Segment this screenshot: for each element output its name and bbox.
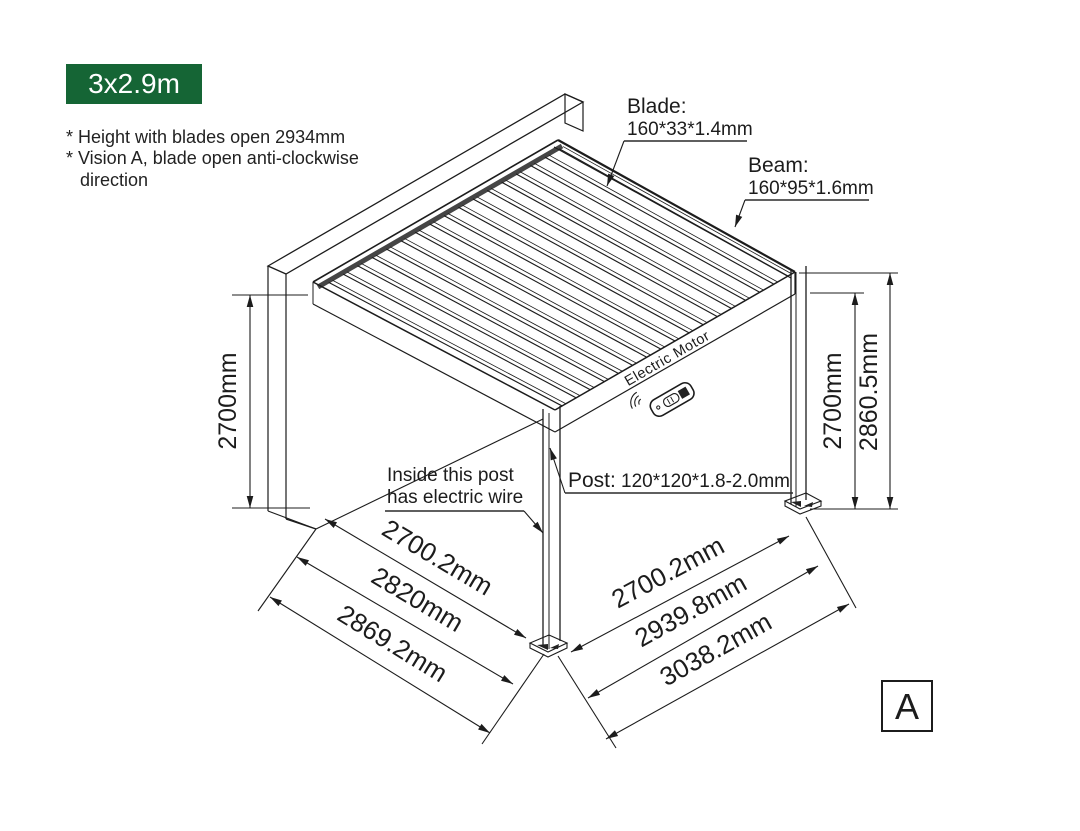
right-post [783,266,823,515]
roof-blades [328,146,792,407]
callout-beam: Beam: 160*95*1.6mm [734,154,874,228]
roof-blade-line [404,238,637,364]
roof-blade-line [462,204,694,332]
front-post [528,406,569,658]
roof: Electric Motor [312,139,796,433]
right-beam [553,139,796,279]
callout-electric-wire: Inside this post has electric wire [385,465,544,534]
roof-blade-line [472,198,704,326]
roof-blade-line [490,187,722,315]
inside-wire-line1: Inside this post [387,465,514,486]
roof-blade-line [433,221,665,348]
dimension-label-right-inner: 2700mm [819,352,847,449]
dimension-right-group: 2700.2mm 2939.8mm 3038.2mm [557,516,857,749]
roof-blade-line [371,256,605,383]
roof-blade-line [357,265,591,391]
roof-blade-line [476,196,708,323]
view-marker-label: A [895,686,919,727]
note-line-3: direction [80,170,148,190]
roof-blade-line [519,171,750,299]
size-badge-label: 3x2.9m [88,68,180,99]
roof-blade-line [505,179,736,307]
roof-blade-line [342,273,577,399]
roof-blade-line [418,229,651,356]
roof-blade-line [534,162,764,291]
roof-blade-line [515,173,746,301]
roof-blade-line [361,263,595,388]
dimension-label-right-outer: 2860.5mm [855,333,883,451]
blade-title: Blade: [627,95,687,118]
roof-blade-line [429,223,662,350]
roof-blade-line [375,254,609,380]
roof-blade-line [328,281,563,407]
notes: * Height with blades open 2934mm * Visio… [66,127,359,190]
callout-post: Post: 120*120*1.8-2.0mm [549,447,793,494]
roof-blade-line [548,154,778,283]
roof-blade-line [386,248,619,374]
right-post-footer [783,492,823,515]
roof-blade-line [530,164,760,293]
roof-blade-line [346,271,581,396]
post-title: Post: [568,469,616,492]
front-beam [554,271,796,433]
roof-blade-line [447,213,679,340]
dimension-right-heights: 2700mm 2860.5mm [799,272,898,510]
roof-blade-line [443,215,676,342]
callout-blade: Blade: 160*33*1.4mm [606,95,753,187]
remote-control-icon [630,381,695,418]
beam-title: Beam: [748,154,809,177]
post-spec: 120*120*1.8-2.0mm [621,471,790,492]
roof-blade-line [332,279,567,405]
front-post-footer [528,634,569,658]
roof-blade-line [389,246,623,372]
roof-blade-line [414,231,648,358]
size-badge: 3x2.9m [66,64,202,104]
view-marker-box: A [881,680,933,732]
note-line-1: * Height with blades open 2934mm [66,127,345,147]
note-line-2: * Vision A, blade open anti-clockwise [66,148,359,168]
roof-blade-line [501,181,732,310]
roof-blade-line [562,146,792,275]
roof-blade-line [544,156,775,285]
dimension-label-wall-height: 2700mm [214,352,242,449]
size-badge-background [66,64,202,104]
dimension-left-group: 2700.2mm 2820mm 2869.2mm [257,513,545,745]
roof-blade-line [458,206,690,334]
blade-spec: 160*33*1.4mm [627,119,753,140]
left-beam [312,281,556,433]
wireless-signal-icon [630,391,642,409]
roof-blade-line [486,190,718,318]
roof-gutter [316,143,564,290]
beam-spec: 160*95*1.6mm [748,178,874,199]
inside-wire-line2: has electric wire [387,487,523,508]
wall-panel [266,93,585,530]
dimension-wall-height: 2700mm [214,294,310,509]
roof-blade-line [400,240,633,366]
